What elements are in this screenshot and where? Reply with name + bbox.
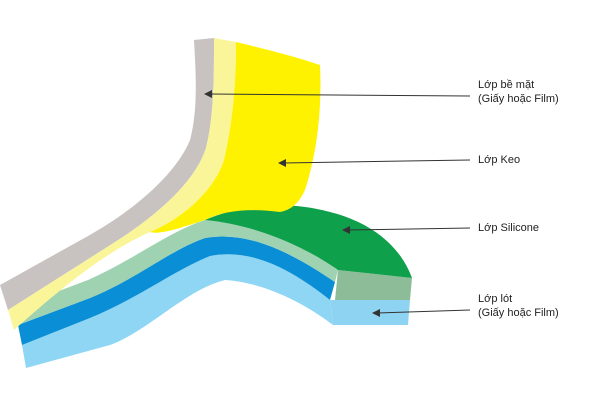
silicone-layer-side	[335, 270, 412, 300]
liner-layer	[22, 254, 333, 368]
label-silicone-layer: Lớp Silicone	[478, 222, 540, 234]
pale-layer	[8, 38, 236, 330]
mint-layer	[14, 219, 338, 325]
liner-layer-side	[330, 300, 410, 325]
blue-layer	[18, 236, 335, 345]
pointer-liner	[372, 309, 471, 317]
surface-layer	[0, 38, 214, 310]
pointer-surface	[204, 90, 471, 98]
label-adhesive-layer: Lớp Keo	[478, 154, 521, 166]
pointer-silicone	[342, 226, 471, 234]
silicone-layer	[205, 205, 412, 278]
label-liner-layer: Lớp lót (Giấy hoặc Film)	[478, 293, 559, 319]
pointer-adhesive	[278, 159, 471, 167]
label-surface-layer: Lớp bề mặt (Giấy hoặc Film)	[478, 79, 559, 105]
adhesive-layer	[150, 42, 321, 233]
